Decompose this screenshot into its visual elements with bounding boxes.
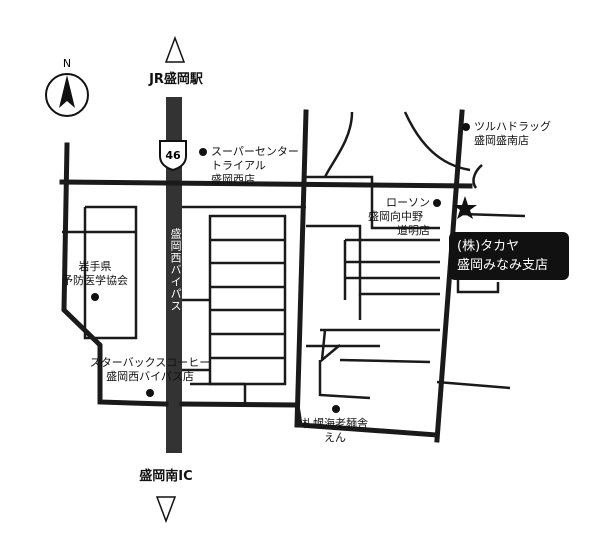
left-outer-road xyxy=(61,142,169,407)
landmark-dot-trial xyxy=(199,148,207,156)
up-arrow-icon xyxy=(164,35,186,63)
main-horizontal-road xyxy=(59,179,473,189)
landmark-dot-iwate xyxy=(91,293,99,301)
landmark-label-tsuruha: ツルハドラッグ 盛岡盛南店 xyxy=(474,120,551,147)
compass-label: N xyxy=(63,57,71,70)
landmark-label-starbucks: スターバックスコーヒー 盛岡西バイパス店 xyxy=(89,356,211,383)
top-station-label: JR盛岡駅 xyxy=(149,72,203,87)
central-vertical-road xyxy=(294,109,309,428)
landmark-label-lawson: ローソン 盛岡向中野 道明店 xyxy=(368,196,430,237)
bypass-road xyxy=(166,97,182,453)
bottom-ic-label: 盛岡南IC xyxy=(139,469,193,484)
down-arrow-icon xyxy=(155,496,177,524)
landmark-label-iwate: 岩手県 予防医学協会 xyxy=(62,260,128,287)
landmark-dot-starbucks xyxy=(146,389,154,397)
destination-name: (株)タカヤ xyxy=(457,239,520,254)
landmark-dot-tsuruha xyxy=(462,123,470,131)
destination-callout: (株)タカヤ 盛岡みなみ支店 xyxy=(449,232,569,280)
north-arrow-icon xyxy=(45,73,89,117)
star-icon xyxy=(453,196,477,219)
bypass-road-label: 盛岡西バイパス xyxy=(169,228,182,312)
destination-branch: 盛岡みなみ支店 xyxy=(457,258,549,273)
landmark-dot-sapporo xyxy=(332,405,340,413)
landmark-label-trial: スーパーセンター トライアル 盛岡西店 xyxy=(211,145,299,186)
route-number: 46 xyxy=(165,149,181,162)
route-shield-icon xyxy=(159,140,187,172)
bottom-road xyxy=(179,401,440,438)
landmark-label-sapporo: 札幌海老麺舎 えん xyxy=(302,417,368,444)
landmark-dot-lawson xyxy=(433,199,441,207)
